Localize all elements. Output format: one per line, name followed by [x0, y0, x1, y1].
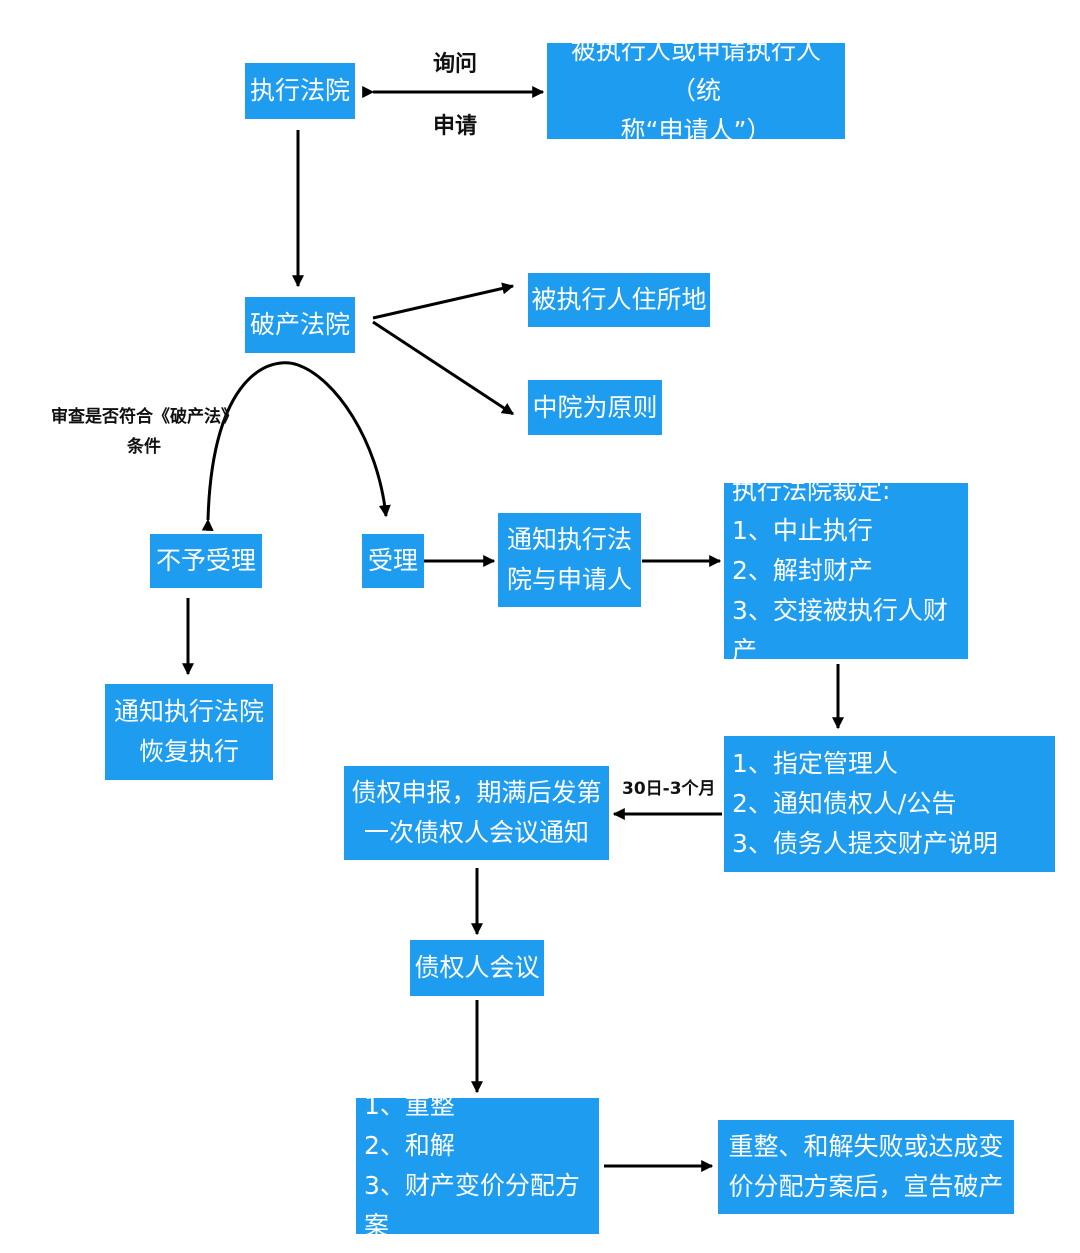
- label-review-line1: 审查是否符合《破产法》: [51, 407, 238, 427]
- arrow-to-intermediate-court: [372, 320, 515, 416]
- node-notify-court-applicant: 通知执行法 院与申请人: [498, 513, 641, 607]
- node-execution-court-text: 执行法院: [249, 76, 350, 105]
- node-claims-line2: 一次债权人会议通知: [363, 818, 589, 847]
- node-notify-resume-line2: 恢复执行: [138, 737, 239, 766]
- node-court-ruling-line3: 2、解封财产: [732, 556, 873, 585]
- node-court-ruling-line2: 1、中止执行: [732, 516, 873, 545]
- node-notify-resume: 通知执行法院 恢复执行: [105, 684, 273, 780]
- node-applicant: 被执行人或申请执行人（统 称“申请人”）: [547, 36, 845, 145]
- label-apply: 申请: [433, 114, 478, 139]
- node-notify-court-applicant-line1: 通知执行法: [506, 525, 632, 554]
- node-applicant-line1: 被执行人或申请执行人（统: [570, 36, 821, 105]
- node-domicile: 被执行人住所地: [528, 273, 710, 327]
- node-declare-line1: 重整、和解失败或达成变: [728, 1132, 1004, 1161]
- node-accept: 受理: [362, 534, 424, 588]
- node-notify-resume-line1: 通知执行法院: [113, 697, 264, 726]
- node-appoint-line2: 2、通知债权人/公告: [732, 789, 957, 818]
- node-claims: 债权申报，期满后发第 一次债权人会议通知: [344, 766, 609, 860]
- arrow-review-arc: [201, 361, 391, 531]
- label-period: 30日-3个月: [622, 779, 716, 799]
- node-outcomes-line1: 1、重整: [364, 1091, 455, 1120]
- node-execution-court: 执行法院: [245, 63, 355, 119]
- node-reject: 不予受理: [150, 534, 262, 588]
- node-intermediate-court: 中院为原则: [528, 380, 662, 435]
- node-creditors-meeting-text: 债权人会议: [414, 953, 540, 982]
- node-appoint: 1、指定管理人 2、通知债权人/公告 3、债务人提交财产说明: [724, 736, 1055, 872]
- node-court-ruling-line4: 3、交接被执行人财产: [732, 596, 948, 665]
- node-outcomes-line2: 2、和解: [364, 1131, 455, 1160]
- node-intermediate-court-text: 中院为原则: [532, 392, 658, 422]
- node-appoint-line1: 1、指定管理人: [732, 749, 898, 778]
- label-inquire: 询问: [433, 52, 478, 77]
- node-outcomes-line3: 3、财产变价分配方案: [364, 1171, 580, 1240]
- node-notify-court-applicant-line2: 院与申请人: [506, 565, 632, 594]
- node-court-ruling: 执行法院裁定: 1、中止执行 2、解封财产 3、交接被执行人财产: [724, 476, 968, 665]
- arrow-to-domicile: [372, 282, 515, 320]
- node-creditors-meeting: 债权人会议: [410, 940, 544, 996]
- node-outcomes: 1、重整 2、和解 3、财产变价分配方案: [356, 1091, 599, 1240]
- node-reject-text: 不予受理: [155, 546, 256, 575]
- node-domicile-text: 被执行人住所地: [531, 285, 707, 314]
- node-claims-line1: 债权申报，期满后发第: [351, 778, 602, 807]
- node-appoint-line3: 3、债务人提交财产说明: [732, 829, 998, 858]
- node-court-ruling-line1: 执行法院裁定:: [732, 476, 891, 505]
- node-applicant-line2: 称“申请人”）: [620, 116, 772, 145]
- node-declare-bankruptcy: 重整、和解失败或达成变 价分配方案后，宣告破产: [718, 1120, 1014, 1214]
- node-declare-line2: 价分配方案后，宣告破产: [728, 1172, 1004, 1201]
- node-bankruptcy-court: 破产法院: [245, 297, 355, 353]
- node-bankruptcy-court-text: 破产法院: [249, 310, 350, 339]
- label-review-line2: 条件: [127, 437, 161, 457]
- node-accept-text: 受理: [367, 546, 418, 575]
